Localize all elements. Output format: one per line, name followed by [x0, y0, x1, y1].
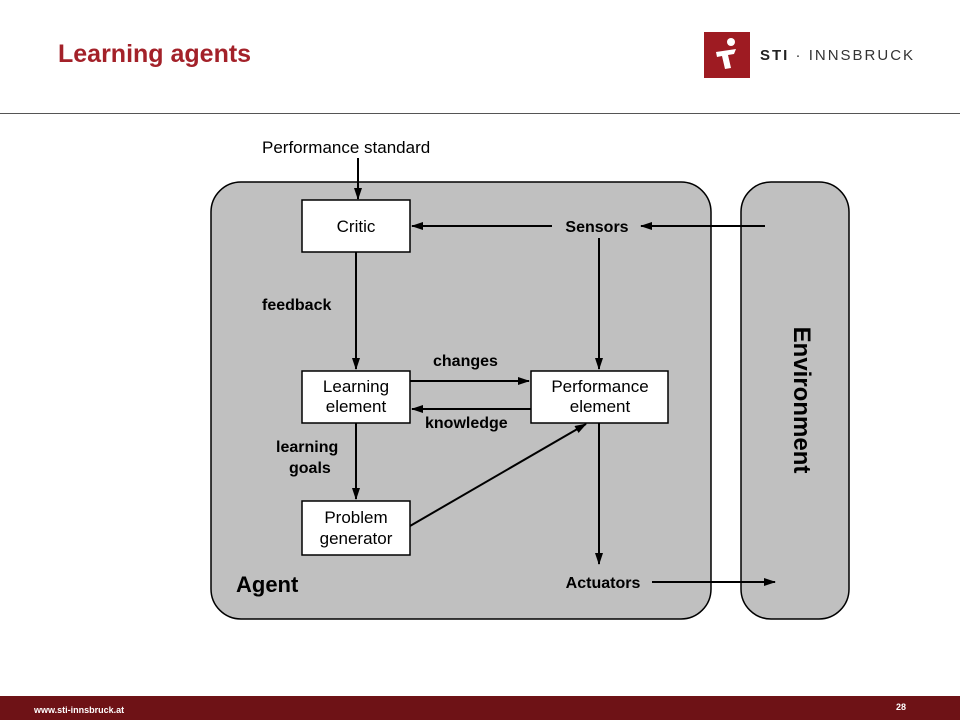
learning-goals-label-1: learning — [276, 439, 338, 456]
feedback-label: feedback — [262, 297, 331, 314]
performance-element-label-1: Performance — [551, 377, 648, 396]
logo-separator: · — [795, 46, 803, 64]
footer-bar — [0, 696, 960, 720]
logo-figure-icon — [704, 32, 750, 78]
problem-generator-label-1: Problem — [324, 508, 387, 527]
sensors-label: Sensors — [565, 219, 628, 236]
knowledge-label: knowledge — [425, 415, 508, 432]
changes-label: changes — [433, 353, 498, 370]
logo-location: INNSBRUCK — [808, 46, 916, 64]
problem-generator-box — [301, 500, 411, 556]
page-number: 28 — [896, 702, 907, 712]
agent-label: Agent — [236, 572, 299, 597]
logo-text: STI · INNSBRUCK — [760, 47, 915, 64]
slide-title: Learning agents — [58, 40, 252, 68]
learning-element-label-2: element — [326, 397, 387, 416]
header-rule — [0, 113, 960, 114]
logo-brand: STI — [760, 46, 790, 64]
performance-element-label-2: element — [570, 397, 631, 416]
sti-logo: STI · INNSBRUCK — [704, 32, 915, 78]
problem-generator-label-2: generator — [320, 529, 393, 548]
environment-container — [740, 181, 850, 620]
environment-label: Environment — [788, 327, 815, 474]
generator-to-performance-arrow — [409, 423, 587, 527]
performance-element-box — [530, 370, 669, 424]
learning-element-label-1: Learning — [323, 377, 389, 396]
learning-goals-label-2: goals — [289, 460, 331, 477]
performance-standard-label: Performance standard — [262, 138, 430, 157]
critic-label: Critic — [337, 217, 376, 236]
learning-element-box — [301, 370, 411, 424]
actuators-label: Actuators — [566, 575, 641, 592]
footer-url[interactable]: www.sti-innsbruck.at — [34, 705, 125, 715]
